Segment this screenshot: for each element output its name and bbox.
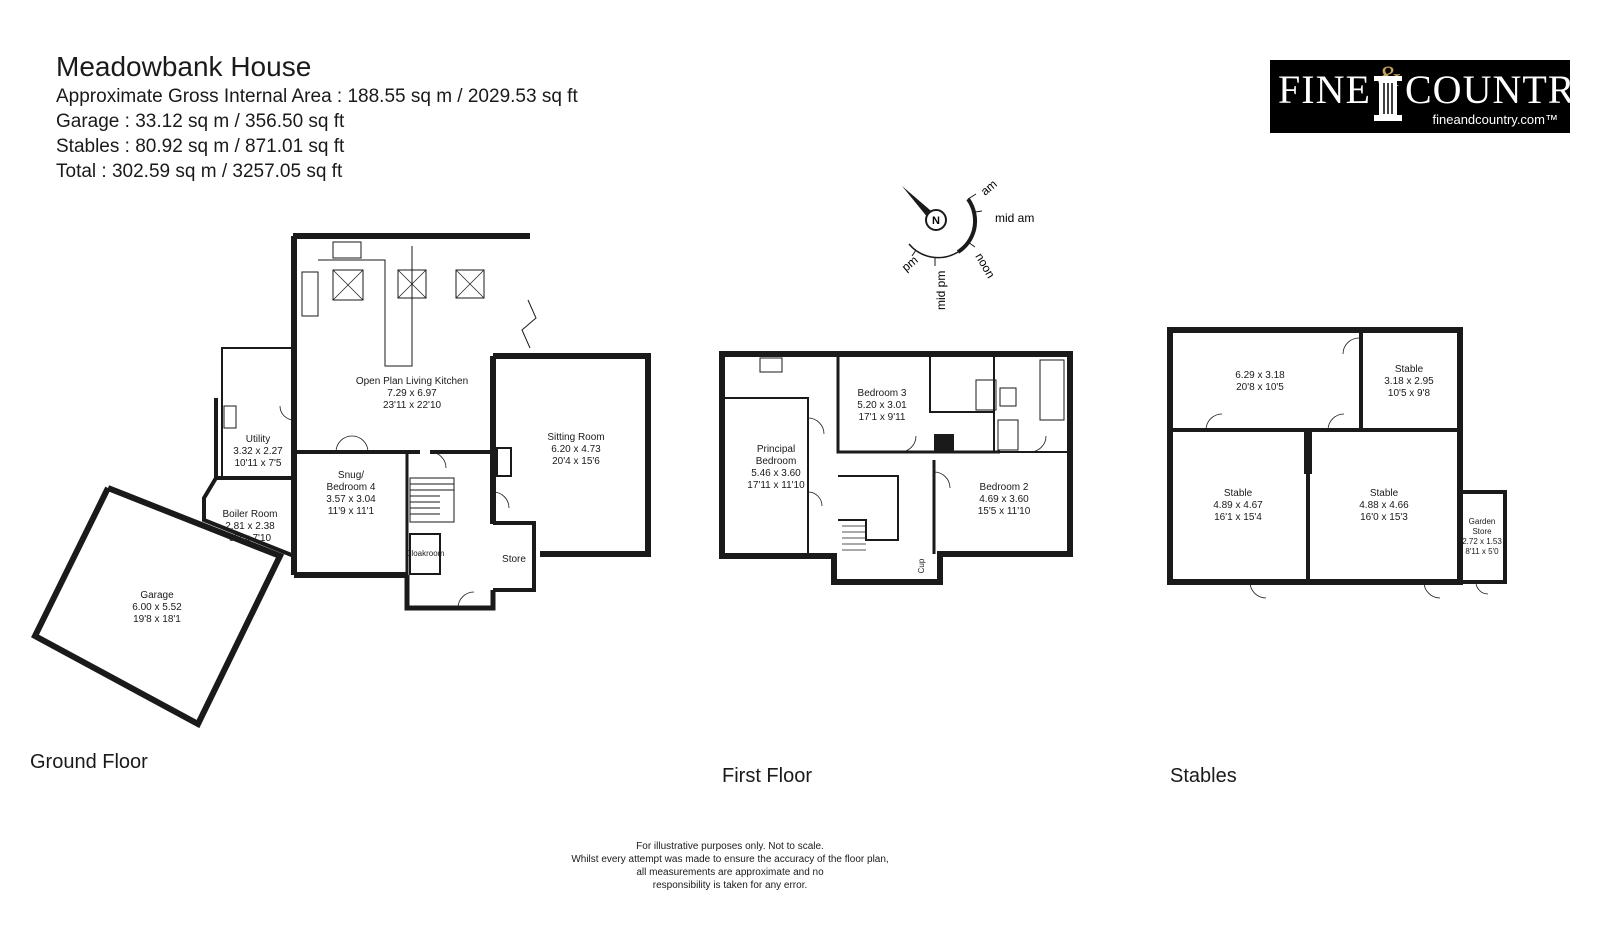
compass-mid-pm: mid pm	[934, 271, 948, 310]
header: Meadowbank House Approximate Gross Inter…	[56, 50, 578, 184]
garage-imperial: 19'8 x 18'1	[133, 614, 181, 625]
stable-room-imperial: 20'8 x 10'5	[1236, 382, 1284, 393]
room-labels: Open Plan Living Kitchen 7.29 x 6.97 23'…	[132, 364, 1502, 625]
store-label: Store	[502, 554, 526, 565]
page-title: Meadowbank House	[56, 51, 312, 82]
stable-a-name: Stable	[1395, 364, 1424, 375]
boiler-imperial: 9'3 x 7'10	[229, 533, 272, 544]
compass-pm: pm	[899, 253, 921, 274]
logo-fine: FINE	[1278, 67, 1371, 112]
sitting-metric: 6.20 x 4.73	[551, 444, 601, 455]
boiler-name: Boiler Room	[222, 509, 277, 520]
bed3-imperial: 17'1 x 9'11	[858, 412, 905, 423]
stable-b-name: Stable	[1224, 488, 1253, 499]
compass-noon: noon	[972, 251, 997, 281]
cup-label: Cup	[917, 558, 926, 573]
stables-label: Stables	[1170, 765, 1237, 787]
disclaimer-line-3: all measurements are approximate and no	[636, 867, 824, 878]
ground-floor-plan	[31, 233, 651, 729]
stable-b-metric: 4.89 x 4.67	[1213, 500, 1263, 511]
ground-floor-label: Ground Floor	[30, 751, 148, 773]
garden-line1: Garden	[1469, 517, 1496, 526]
gross-area: Approximate Gross Internal Area : 188.55…	[56, 86, 578, 107]
stable-c-name: Stable	[1370, 488, 1399, 499]
stable-b-imperial: 16'1 x 15'4	[1214, 512, 1262, 523]
utility-imperial: 10'11 x 7'5	[234, 458, 281, 469]
first-floor-label: First Floor	[722, 765, 812, 787]
compass-circle	[925, 209, 947, 231]
stables-plan	[1167, 327, 1507, 599]
first-floor-plan	[719, 351, 1073, 585]
stable-room-metric: 6.29 x 3.18	[1235, 370, 1285, 381]
logo-country: COUNTRY	[1405, 67, 1600, 112]
stable-c-metric: 4.88 x 4.66	[1359, 500, 1409, 511]
pillar-icon	[1374, 76, 1402, 121]
disclaimer-line-2: Whilst every attempt was made to ensure …	[571, 854, 889, 865]
disclaimer-line-1: For illustrative purposes only. Not to s…	[636, 841, 824, 852]
boiler-metric: 2.81 x 2.38	[225, 521, 275, 532]
kitchen-name: Open Plan Living Kitchen	[356, 376, 468, 387]
bed2-metric: 4.69 x 3.60	[979, 494, 1029, 505]
bed2-name: Bedroom 2	[980, 482, 1029, 493]
garden-name: Store	[1472, 527, 1492, 536]
snug-imperial: 11'9 x 11'1	[328, 506, 375, 517]
stables-area: Stables : 80.92 sq m / 871.01 sq ft	[56, 136, 345, 157]
principal-line1: Principal	[757, 444, 795, 455]
sun-path-arc-afternoon	[908, 243, 959, 259]
bed3-metric: 5.20 x 3.01	[857, 400, 907, 411]
snug-metric: 3.57 x 3.04	[326, 494, 376, 505]
kitchen-metric: 7.29 x 6.97	[387, 388, 437, 399]
principal-name: Bedroom	[756, 456, 797, 467]
sitting-name: Sitting Room	[547, 432, 604, 443]
compass-north-label: N	[932, 215, 940, 227]
cloakroom-label: Cloakroom	[406, 549, 445, 558]
garage-metric: 6.00 x 5.52	[132, 602, 182, 613]
garage-area: Garage : 33.12 sq m / 356.50 sq ft	[56, 111, 345, 132]
principal-imperial: 17'11 x 11'10	[747, 480, 805, 491]
disclaimer-line-4: responsibility is taken for any error.	[652, 880, 808, 891]
brand-logo: FINE & COUNTRY fineandcountry.com™	[1270, 60, 1600, 133]
garage-name: Garage	[140, 590, 174, 601]
compass: N am mid am noon mid pm pm	[899, 177, 1034, 310]
kitchen-imperial: 23'11 x 22'10	[383, 400, 442, 411]
bed3-name: Bedroom 3	[858, 388, 907, 399]
compass-mid-am: mid am	[995, 211, 1034, 225]
utility-metric: 3.32 x 2.27	[233, 446, 283, 457]
snug-name: Bedroom 4	[327, 482, 376, 493]
sun-path-arc	[956, 197, 978, 254]
compass-am: am	[978, 177, 1000, 198]
sitting-imperial: 20'4 x 15'6	[552, 456, 600, 467]
principal-metric: 5.46 x 3.60	[751, 468, 801, 479]
total-area: Total : 302.59 sq m / 3257.05 sq ft	[56, 161, 343, 182]
stable-c-imperial: 16'0 x 15'3	[1360, 512, 1408, 523]
disclaimer: For illustrative purposes only. Not to s…	[540, 840, 920, 892]
garden-imperial: 8'11 x 5'0	[1465, 547, 1499, 556]
snug-line1: Snug/	[338, 470, 364, 481]
utility-name: Utility	[246, 434, 270, 445]
logo-url: fineandcountry.com™	[1432, 112, 1559, 127]
stable-a-metric: 3.18 x 2.95	[1384, 376, 1434, 387]
garden-metric: 2.72 x 1.53	[1462, 537, 1502, 546]
bed2-imperial: 15'5 x 11'10	[978, 506, 1031, 517]
stable-a-imperial: 10'5 x 9'8	[1388, 388, 1431, 399]
